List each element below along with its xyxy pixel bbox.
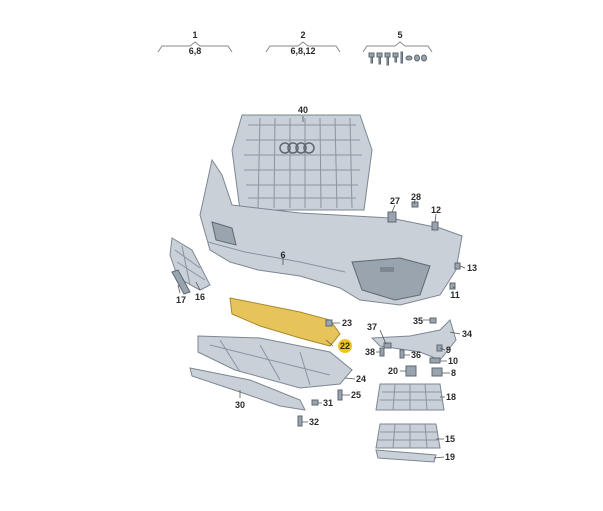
callout-9: 9 [446, 345, 451, 355]
part-19-trim [375, 449, 437, 463]
callout-6: 6 [280, 250, 285, 260]
part-18-grille [375, 383, 445, 411]
group-number: 2 [300, 30, 305, 40]
part-16-side-grille [169, 237, 211, 291]
callout-17: 17 [176, 295, 186, 305]
callout-22-highlight [338, 339, 352, 353]
part-24-undertray [197, 335, 353, 389]
callout-35: 35 [413, 316, 423, 326]
callout-12: 12 [431, 205, 441, 215]
part-40-grille [231, 114, 373, 211]
part-17-trim [171, 269, 191, 295]
callout-31: 31 [323, 398, 333, 408]
callout-18: 18 [446, 392, 456, 402]
audi-rings-logo [279, 142, 315, 154]
callout-30: 30 [235, 400, 245, 410]
screw-set-icon [368, 51, 427, 66]
group-refs: 6,8,12 [290, 46, 315, 56]
part-15-grille [375, 423, 441, 449]
group-number: 5 [397, 30, 402, 40]
group-2: 2 6,8,12 [265, 30, 341, 56]
callout-13: 13 [467, 263, 477, 273]
callout-37: 37 [367, 322, 377, 332]
callout-32: 32 [309, 417, 319, 427]
callout-labels: 40 27 28 12 6 13 17 16 11 35 23 37 34 22… [176, 105, 477, 462]
callout-16: 16 [195, 292, 205, 302]
callout-27: 27 [390, 196, 400, 206]
group-1: 1 6,8 [157, 30, 233, 56]
callout-8: 8 [451, 368, 456, 378]
callout-25: 25 [351, 390, 361, 400]
callout-22: 22 [340, 341, 350, 351]
part-30-strip [189, 367, 306, 411]
part-6-bumper-cover [199, 158, 463, 306]
callout-40: 40 [298, 105, 308, 115]
part-34-trim [370, 319, 457, 361]
callout-24: 24 [356, 374, 366, 384]
group-refs: 6,8 [189, 46, 202, 56]
callout-28: 28 [411, 192, 421, 202]
callout-10: 10 [448, 356, 458, 366]
callout-36: 36 [411, 350, 421, 360]
leader-lines [177, 116, 466, 459]
callout-15: 15 [445, 434, 455, 444]
group-5: 5 [362, 30, 433, 66]
part-22-bracket [229, 297, 341, 347]
callout-38: 38 [365, 347, 375, 357]
group-number: 1 [192, 30, 197, 40]
callout-19: 19 [445, 452, 455, 462]
callout-11: 11 [450, 290, 460, 300]
callout-23: 23 [342, 318, 352, 328]
fastener-icons [297, 201, 461, 427]
callout-34: 34 [462, 329, 472, 339]
callout-20: 20 [388, 366, 398, 376]
